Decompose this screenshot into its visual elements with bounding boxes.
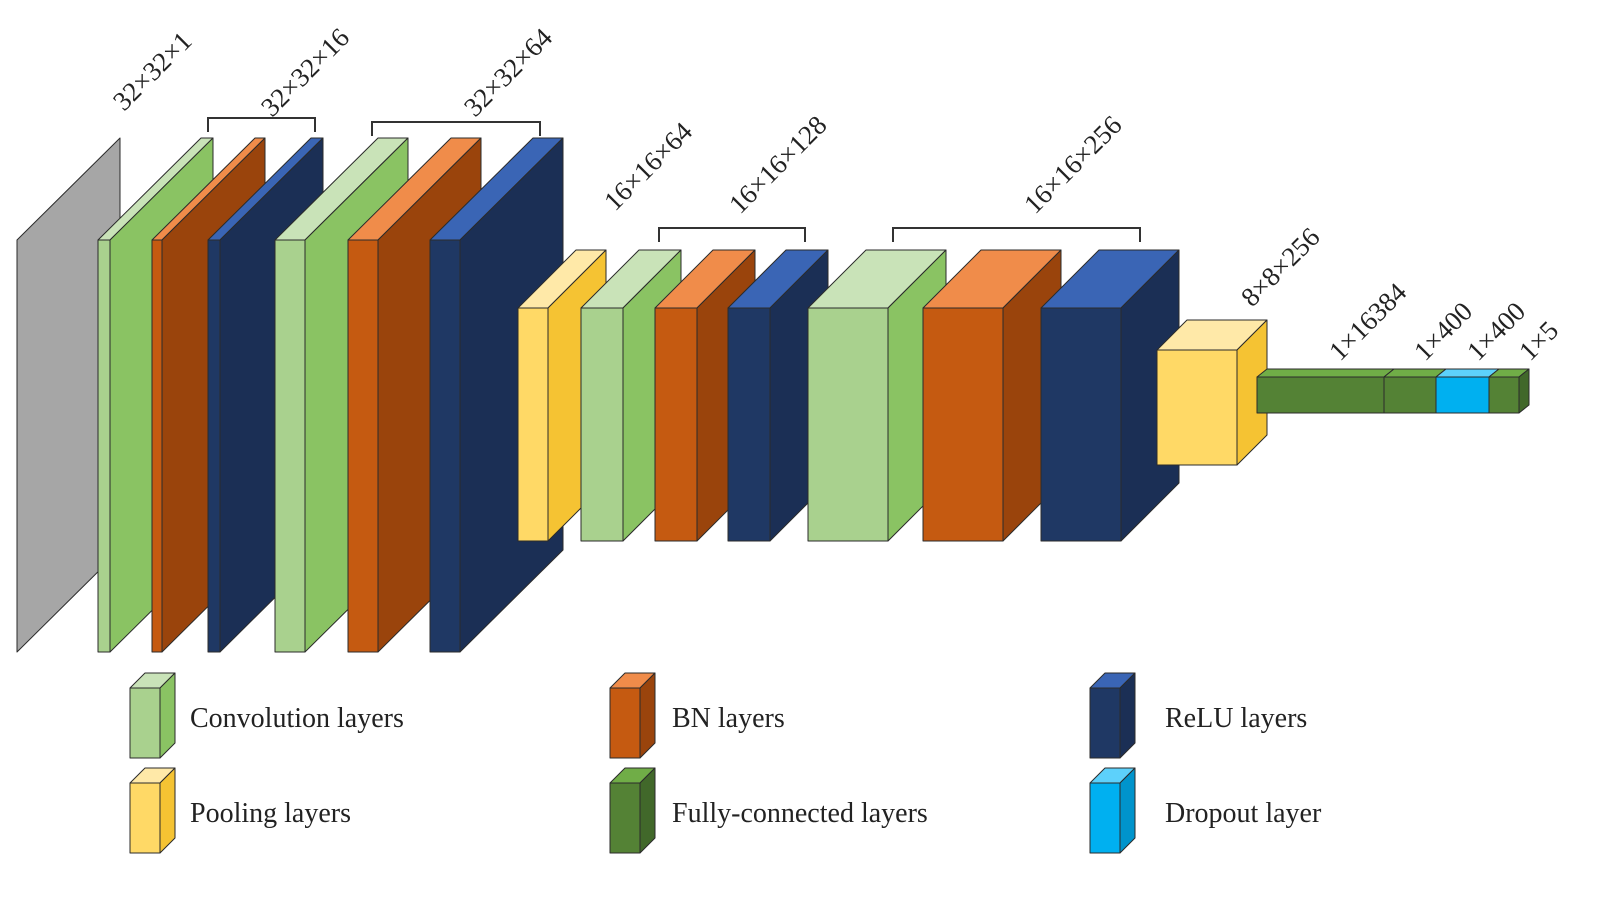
legend-swatch-dropout [1089, 767, 1136, 854]
block-fc-1 [1256, 368, 1395, 414]
legend-swatch-pool [129, 767, 176, 854]
block-fc-out [1488, 368, 1530, 414]
legend-cube-pool [129, 767, 176, 854]
bracket-stage1a [207, 117, 316, 132]
dim-label-fc2: 1×400 [1408, 296, 1478, 366]
legend-cube-bn-side [639, 672, 656, 759]
block-fc-1-top [1256, 368, 1395, 378]
block-pool-2-front [1156, 349, 1238, 466]
block-bn-4 [922, 249, 1062, 542]
legend-cube-bn [609, 672, 656, 759]
layer-blocks [16, 137, 1530, 653]
legend-cube-conv [129, 672, 176, 759]
legend-cube-conv-side [159, 672, 176, 759]
dim-label-stage2b: 16×16×256 [1018, 110, 1128, 220]
block-dropout-top [1435, 368, 1500, 378]
legend-cube-fc-side [639, 767, 656, 854]
block-conv-1-front [97, 239, 111, 653]
block-relu-3-front [727, 307, 771, 542]
legend-cube-relu [1089, 672, 1136, 759]
block-bn-3-front [654, 307, 698, 542]
legend-label-bn: BN layers [672, 703, 785, 734]
legend-label-relu: ReLU layers [1165, 703, 1307, 734]
group-brackets [207, 117, 1141, 242]
legend-swatch-relu [1089, 672, 1136, 759]
legend-label-fc: Fully-connected layers [672, 798, 928, 829]
legend-label-conv: Convolution layers [190, 703, 404, 734]
block-fc-out-side [1518, 368, 1530, 414]
block-relu-4 [1040, 249, 1180, 542]
block-bn-2-front [347, 239, 379, 653]
legend-item-pool: Pooling layers [129, 767, 351, 854]
dim-label-pool2: 8×8×256 [1235, 222, 1325, 312]
bracket-stage2b [892, 227, 1141, 242]
block-relu-4-front [1040, 307, 1122, 542]
legend-label-dropout: Dropout layer [1165, 798, 1322, 829]
block-dropout-front [1435, 376, 1490, 414]
dim-label-dropout: 1×400 [1461, 296, 1531, 366]
legend-cube-pool-front [129, 782, 161, 854]
legend-cube-dropout-front [1089, 782, 1121, 854]
legend-cube-relu-side [1119, 672, 1136, 759]
dim-label-stage1b: 32×32×64 [458, 22, 558, 122]
legend-cube-dropout [1089, 767, 1136, 854]
legend-swatch-conv [129, 672, 176, 759]
legend-item-bn: BN layers [609, 672, 785, 759]
block-conv-4-front [807, 307, 889, 542]
legend-cube-relu-front [1089, 687, 1121, 759]
block-pool-2 [1156, 319, 1268, 466]
legend-item-relu: ReLU layers [1089, 672, 1307, 759]
bracket-stage1b [371, 121, 541, 136]
dim-label-pool1: 16×16×64 [598, 116, 698, 216]
legend-cube-pool-side [159, 767, 176, 854]
dim-label-stage2a: 16×16×128 [723, 110, 833, 220]
legend-label-pool: Pooling layers [190, 798, 351, 829]
block-fc-2-front [1383, 376, 1437, 414]
legend-cube-conv-front [129, 687, 161, 759]
dim-label-fc1: 1×16384 [1323, 277, 1413, 367]
legend-swatch-bn [609, 672, 656, 759]
legend-cube-bn-front [609, 687, 641, 759]
legend-item-conv: Convolution layers [129, 672, 404, 759]
legend-swatch-fc [609, 767, 656, 854]
block-conv-4 [807, 249, 947, 542]
legend-cube-fc-front [609, 782, 641, 854]
legend-cube-fc [609, 767, 656, 854]
legend-item-dropout: Dropout layer [1089, 767, 1322, 854]
block-fc-out-front [1488, 376, 1520, 414]
legend-cube-dropout-side [1119, 767, 1136, 854]
dim-label-stage1a: 32×32×16 [255, 22, 355, 122]
bracket-stage2a [658, 227, 806, 242]
legend-item-fc: Fully-connected layers [609, 767, 928, 854]
block-bn-4-front [922, 307, 1004, 542]
block-conv-3-front [580, 307, 624, 542]
block-pool-1-front [517, 307, 549, 542]
block-conv-2-front [274, 239, 306, 653]
block-relu-1-front [207, 239, 221, 653]
block-fc-1-front [1256, 376, 1385, 414]
block-bn-1-front [151, 239, 163, 653]
dim-label-input: 32×32×1 [107, 26, 197, 116]
block-relu-2-front [429, 239, 461, 653]
legend: Convolution layers BN layers ReLU layers… [129, 672, 1322, 854]
